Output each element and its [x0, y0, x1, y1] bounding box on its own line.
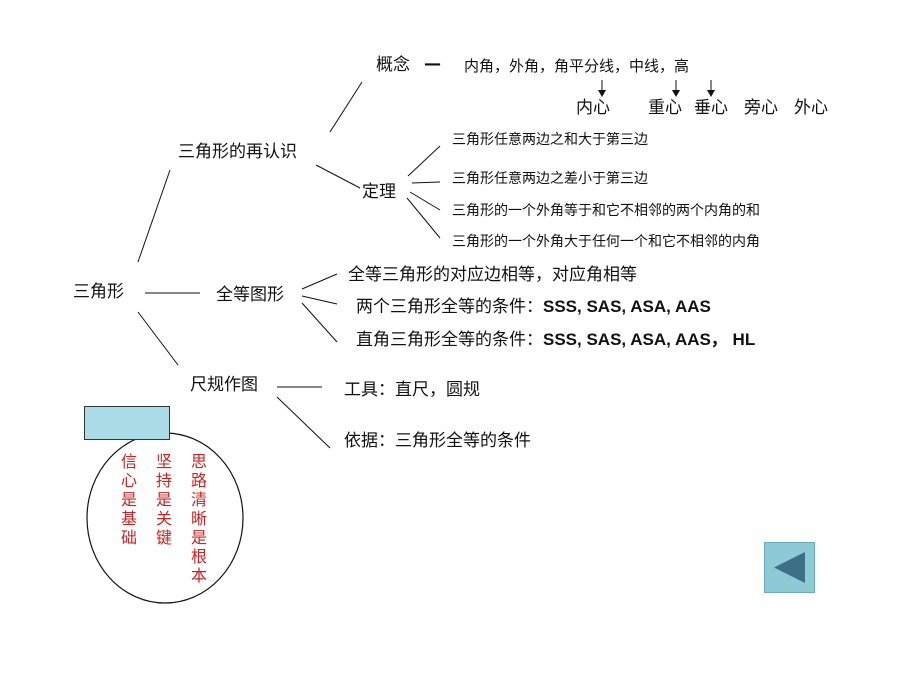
congruent-item: 两个三角形全等的条件：SSS, SAS, ASA, AAS [356, 297, 711, 317]
theorem-item: 三角形的一个外角大于任何一个和它不相邻的内角 [452, 234, 760, 250]
center-centroid: 重心 [648, 98, 682, 118]
back-arrow-icon [774, 552, 805, 583]
construction-item: 工具：直尺，圆规 [344, 380, 480, 400]
note-clear-thinking: 思路清晰是根本 [190, 452, 207, 585]
branch-construction: 尺规作图 [190, 375, 258, 395]
branch-recognition: 三角形的再认识 [178, 142, 297, 162]
back-button[interactable] [764, 542, 815, 593]
notes-label-box [84, 406, 170, 440]
center-orthocenter: 垂心 [694, 98, 728, 118]
concept-node: 概念 [376, 55, 410, 75]
note-confidence: 信心是基础 [120, 452, 137, 547]
concept-dash: — [424, 54, 441, 74]
construction-item: 依据：三角形全等的条件 [344, 431, 531, 451]
congruent-item: 全等三角形的对应边相等，对应角相等 [348, 265, 637, 285]
concept-terms: 内角，外角，角平分线，中线，高 [464, 57, 690, 75]
center-excenter: 旁心 [744, 98, 778, 118]
branch-congruent: 全等图形 [216, 285, 284, 305]
center-incenter: 内心 [576, 98, 610, 118]
root-node: 三角形 [73, 282, 124, 302]
theorem-node: 定理 [362, 182, 396, 202]
note-persistence: 坚持是关键 [155, 452, 172, 547]
center-circumcenter: 外心 [794, 98, 828, 118]
congruent-item: 直角三角形全等的条件：SSS, SAS, ASA, AAS， HL [356, 330, 756, 350]
theorem-item: 三角形任意两边之和大于第三边 [452, 132, 648, 148]
theorem-item: 三角形任意两边之差小于第三边 [452, 171, 648, 187]
theorem-item: 三角形的一个外角等于和它不相邻的两个内角的和 [452, 203, 760, 219]
